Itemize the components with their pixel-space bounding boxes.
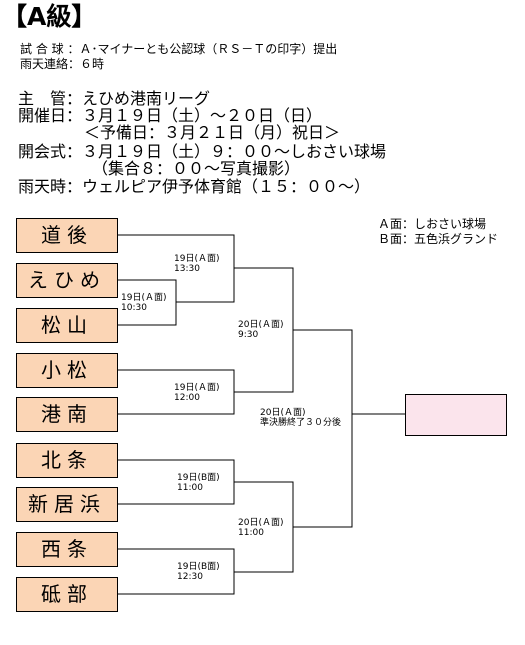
- final-day: 20日(Ａ面): [260, 408, 306, 418]
- rain-venue: 雨天時：ウェルピア伊予体育館（１５：００～）: [18, 177, 371, 196]
- venue-a: Ａ面：しおさい球場: [378, 217, 487, 231]
- match-4-day: 19日(B面): [177, 473, 220, 483]
- organizer: 主 管：えひめ港南リーグ: [18, 89, 211, 108]
- match-3-day: 19日(Ａ面): [174, 383, 220, 393]
- match-1-time: 10:30: [121, 303, 147, 313]
- opening-ceremony: 開会式：３月１９日（土）９：００～しおさい球場: [18, 142, 387, 161]
- team-komatsu: 小松: [16, 353, 118, 388]
- gathering-time: （集合８：００～写真撮影）: [92, 159, 301, 178]
- match-4-time: 11:00: [177, 483, 203, 493]
- match-5-time: 12:30: [177, 572, 203, 582]
- match-7-day: 20日(Ａ面): [238, 518, 284, 528]
- rain-contact: 雨天連絡：６時: [20, 57, 105, 71]
- team-niihama: 新居浜: [16, 487, 118, 522]
- team-saijo: 西条: [16, 532, 118, 567]
- page-title: 【A級】: [2, 2, 97, 31]
- team-tobe: 砥部: [16, 577, 118, 612]
- match-6-day: 20日(Ａ面): [238, 320, 284, 330]
- team-ehime: えひめ: [16, 263, 118, 298]
- champion-box: [405, 394, 507, 436]
- team-konan: 港南: [16, 397, 118, 432]
- match-1-day: 19日(Ａ面): [121, 293, 167, 303]
- team-hojo: 北条: [16, 443, 118, 478]
- match-5-day: 19日(B面): [177, 562, 220, 572]
- reserve-date: ＜予備日：３月２１日（月）祝日＞: [84, 123, 341, 142]
- match-7-time: 11:00: [238, 528, 264, 538]
- final-time: 準決勝終了３０分後: [260, 418, 342, 428]
- match-2-time: 13:30: [174, 264, 200, 274]
- team-dogo: 道後: [16, 218, 118, 253]
- ball-rule: 試 合 球 ：Ａ･マイナーとも公認球（ＲＳ－Ｔの印字）提出: [20, 42, 338, 56]
- event-dates: 開催日：３月１９日（土）～２０日（日）: [18, 106, 323, 125]
- match-3-time: 12:00: [174, 393, 200, 403]
- match-2-day: 19日(Ａ面): [174, 254, 220, 264]
- team-matsuyama: 松山: [16, 308, 118, 343]
- venue-b: Ｂ面：五色浜グランド: [378, 232, 499, 246]
- match-6-time: 9:30: [238, 330, 259, 340]
